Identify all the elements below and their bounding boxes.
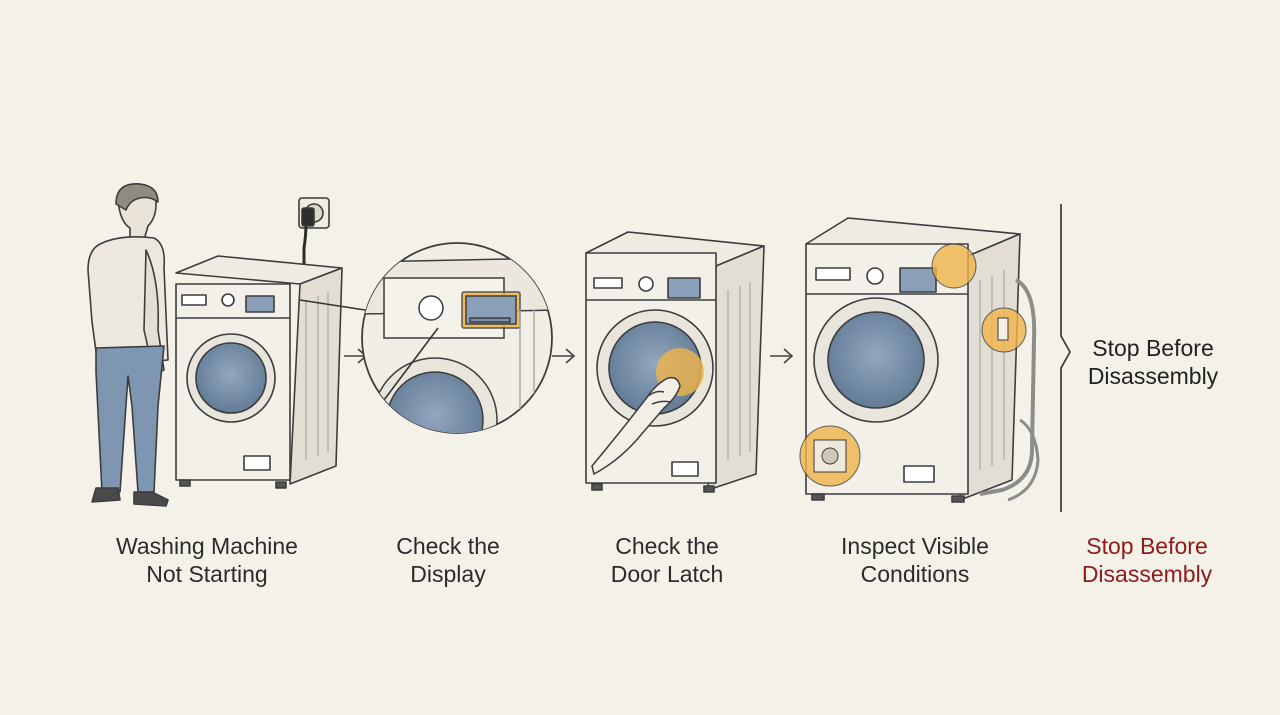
arrow-right-icon-3 [770,348,794,364]
side-label-line2: Disassembly [1087,363,1219,389]
step-caption-1: Washing Machine Not Starting [87,532,327,588]
side-label-line1: Stop Before [1092,335,1214,361]
step-1-line2: Not Starting [146,561,268,587]
bracket-icon [1060,204,1071,512]
step-4-line2: Conditions [860,561,970,587]
step-3-line2: Door Latch [610,561,724,587]
side-label-stop-before-disassembly: Stop Before Disassembly [1078,334,1228,390]
step-4-line1: Inspect Visible [841,533,989,559]
step-2-line1: Check the [396,533,500,559]
person-icon [87,183,169,507]
step-3-line1: Check the [615,533,719,559]
arrow-right-icon-2 [552,348,576,364]
wall-outlet-icon [298,197,330,264]
step-caption-4: Inspect Visible Conditions [795,532,1035,588]
step-5-line2: Disassembly [1081,561,1213,587]
hand-icon [591,376,681,476]
washing-machine-3 [585,231,765,493]
step-caption-5: Stop Before Disassembly [1027,532,1267,588]
step-2-line2: Display [410,561,486,587]
washing-machine-1 [175,255,379,489]
washing-machine-4 [805,217,1040,503]
step-5-line1: Stop Before [1086,533,1208,559]
step-caption-2: Check the Display [328,532,568,588]
inspection-highlights [799,243,1027,487]
step-1-line1: Washing Machine [116,533,298,559]
magnifier-circle-icon [361,242,553,434]
step-caption-3: Check the Door Latch [547,532,787,588]
